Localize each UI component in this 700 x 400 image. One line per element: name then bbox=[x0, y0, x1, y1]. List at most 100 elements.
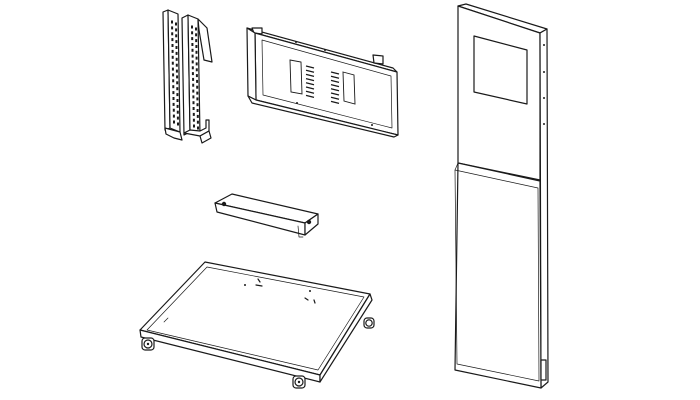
bracket-right-hole bbox=[195, 27, 197, 31]
plate-slot bbox=[305, 86, 315, 90]
bracket-left-hole bbox=[172, 114, 175, 118]
plate-slot bbox=[330, 83, 340, 88]
bracket-right-hole bbox=[196, 85, 199, 89]
bracket-left-hole bbox=[176, 110, 179, 114]
bracket-left-hole bbox=[171, 55, 174, 59]
bracket-left-hole bbox=[171, 26, 174, 30]
plate-slot bbox=[305, 94, 315, 99]
bracket-right-hole bbox=[195, 33, 198, 37]
bracket-right-hole bbox=[191, 48, 194, 52]
bracket-left-hole bbox=[171, 32, 174, 36]
bracket-right-holes bbox=[191, 25, 199, 130]
bracket-left-hole bbox=[175, 40, 178, 44]
bracket-left-hole bbox=[176, 87, 179, 91]
bracket-left-hole bbox=[172, 102, 175, 106]
bracket-left-hole bbox=[171, 38, 174, 42]
caster-front-right bbox=[292, 375, 306, 389]
bracket-right-hole bbox=[195, 68, 198, 72]
bracket-right-hole bbox=[191, 31, 194, 35]
bracket-left-hole bbox=[171, 49, 174, 53]
bracket-left-hole bbox=[176, 93, 179, 97]
bracket-left-holes bbox=[171, 20, 179, 126]
bracket-right-hole bbox=[192, 77, 195, 81]
shelf-bracket bbox=[214, 193, 319, 238]
vertical-mounting-bracket-left bbox=[162, 9, 183, 141]
plate-slot bbox=[330, 96, 340, 100]
plate-slot bbox=[305, 69, 315, 73]
bracket-right-hole bbox=[195, 39, 198, 43]
plate-slot bbox=[305, 82, 315, 86]
bracket-right-hole bbox=[193, 124, 195, 128]
bracket-right-hole bbox=[195, 50, 198, 54]
bracket-right-hole bbox=[191, 54, 194, 58]
bracket-right-hole bbox=[191, 25, 193, 29]
bracket-right-hole bbox=[191, 43, 194, 46]
bracket-right-hole bbox=[191, 60, 194, 64]
bracket-left-hole bbox=[172, 91, 175, 95]
wall-interface-plate bbox=[246, 27, 399, 138]
bracket-right-hole bbox=[196, 79, 199, 83]
plate-slot bbox=[330, 88, 340, 92]
bracket-right-hole bbox=[196, 91, 199, 95]
bracket-right-hole bbox=[195, 45, 198, 48]
rolling-base bbox=[139, 261, 375, 389]
bracket-right-hole bbox=[192, 107, 195, 110]
bracket-left-hole bbox=[177, 122, 179, 126]
bracket-left-hole bbox=[175, 69, 178, 73]
plate-slot bbox=[305, 90, 315, 94]
bracket-right-hole bbox=[196, 103, 199, 107]
bracket-right-hole bbox=[197, 126, 199, 130]
bracket-right-hole bbox=[196, 109, 199, 112]
caster-back-right bbox=[363, 317, 375, 329]
caster-front-left bbox=[141, 337, 155, 351]
bracket-left-hole bbox=[173, 120, 175, 124]
bracket-left-hole bbox=[172, 79, 175, 83]
bracket-right-hole bbox=[191, 72, 194, 76]
bracket-left-hole bbox=[171, 44, 174, 47]
caster-back-left bbox=[163, 317, 169, 323]
plate-slot bbox=[330, 100, 340, 105]
bracket-right-hole bbox=[192, 89, 195, 93]
bracket-left-hole bbox=[175, 57, 178, 61]
bracket-left-hole bbox=[172, 85, 175, 89]
plate-slot bbox=[330, 92, 340, 96]
bracket-left-hole bbox=[172, 73, 175, 77]
plate-slot bbox=[330, 71, 340, 75]
bracket-left-hole bbox=[175, 63, 178, 67]
bracket-right-hole bbox=[191, 66, 194, 70]
bracket-right-hole bbox=[195, 74, 198, 78]
bracket-right-hole bbox=[196, 114, 199, 118]
bracket-left-hole bbox=[171, 61, 174, 65]
bracket-left-hole bbox=[175, 28, 178, 32]
bracket-left-hole bbox=[176, 99, 179, 102]
bracket-left-hole bbox=[176, 116, 179, 120]
bracket-right-hole bbox=[192, 118, 195, 122]
bracket-right-hole bbox=[196, 120, 199, 124]
plate-slot bbox=[330, 75, 340, 79]
plate-slot bbox=[305, 77, 315, 82]
bracket-right-hole bbox=[192, 83, 195, 87]
bracket-left-hole bbox=[175, 22, 177, 26]
bracket-left-hole bbox=[176, 75, 179, 79]
bracket-right-hole bbox=[192, 95, 195, 99]
bracket-left-hole bbox=[175, 34, 178, 38]
plate-slot bbox=[305, 65, 315, 69]
bracket-left-hole bbox=[172, 97, 175, 100]
bracket-left-hole bbox=[171, 67, 174, 71]
bracket-right-hole bbox=[192, 112, 195, 116]
plate-slot bbox=[305, 73, 315, 78]
bracket-left-hole bbox=[172, 108, 175, 112]
plate-slot bbox=[330, 79, 340, 84]
column-tower bbox=[454, 3, 549, 389]
bracket-left-hole bbox=[171, 20, 173, 24]
plate-slot-pattern bbox=[305, 65, 340, 105]
vertical-mounting-bracket-right bbox=[181, 14, 213, 144]
bracket-right-hole bbox=[191, 37, 194, 41]
bracket-right-hole bbox=[195, 62, 198, 66]
bracket-left-hole bbox=[175, 46, 178, 49]
bracket-left-hole bbox=[176, 104, 179, 108]
bracket-right-hole bbox=[195, 56, 198, 60]
bracket-right-hole bbox=[196, 97, 199, 101]
